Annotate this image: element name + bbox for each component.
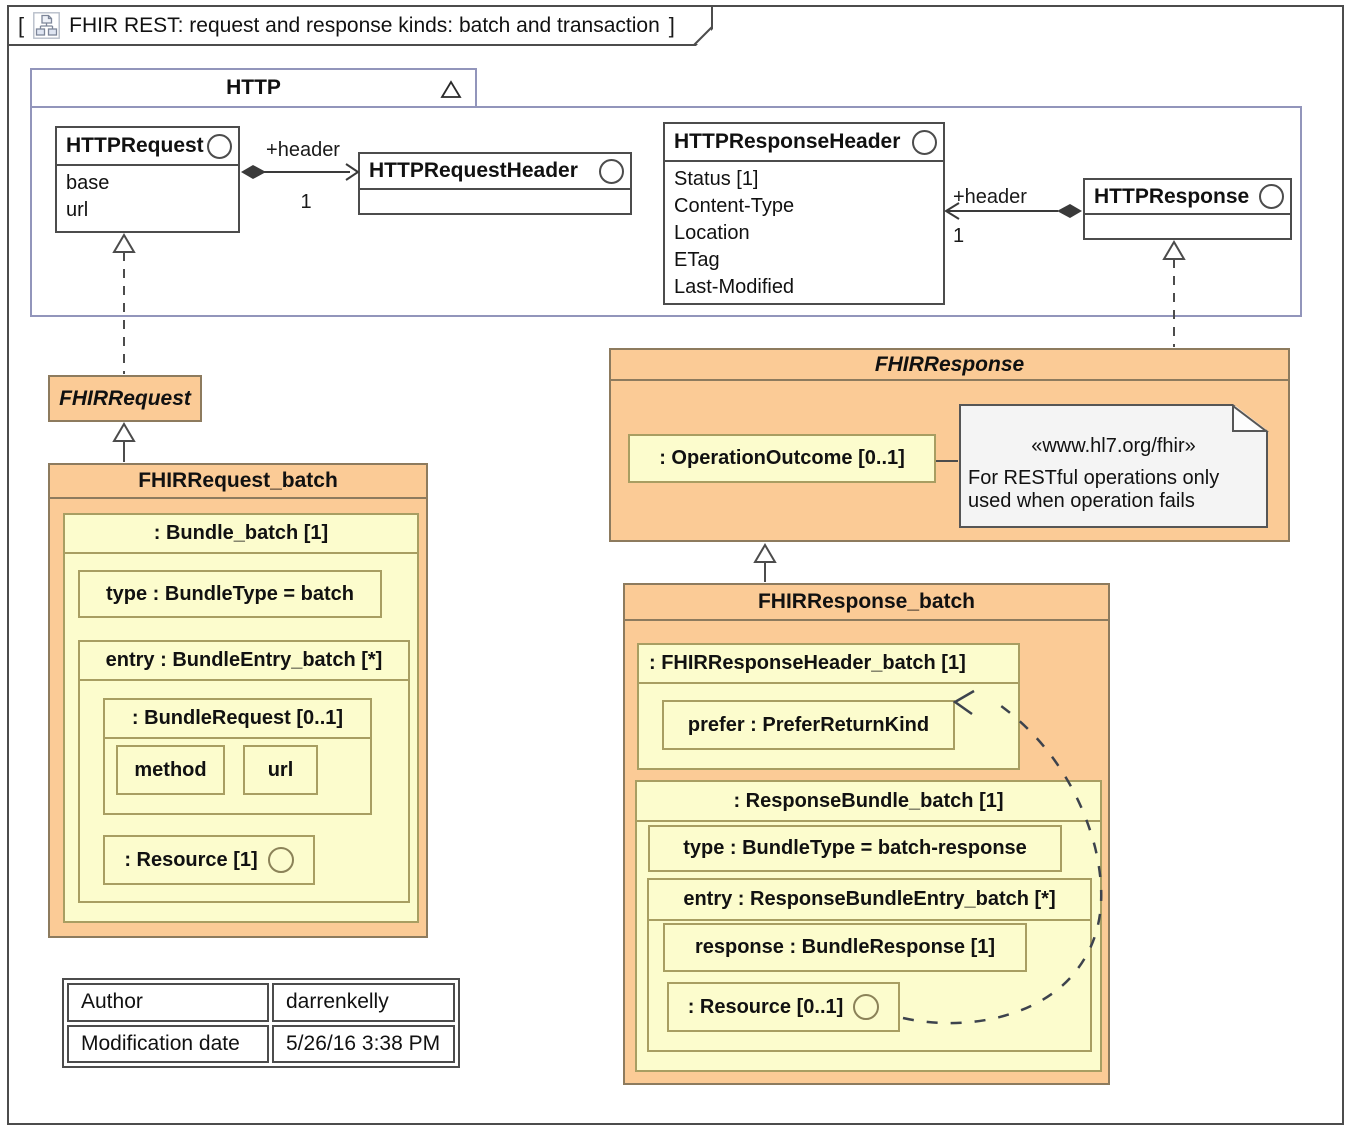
interface-ball-icon — [207, 133, 232, 159]
part-entry-label: entry : BundleEntry_batch [*] — [105, 649, 383, 671]
interface-ball-icon — [853, 994, 880, 1020]
info-table-moddate-key: Modification date — [67, 1024, 269, 1063]
interface-ball-icon — [599, 158, 624, 184]
class-fhirresponse-batch-name: FHIRResponse_batch — [757, 590, 976, 613]
info-table: Author darrenkelly Modification date 5/2… — [62, 978, 460, 1068]
http-package-name: HTTP — [226, 76, 281, 99]
attribute-etag[interactable]: ETag — [674, 249, 720, 271]
class-fhirresponse-name: FHIRResponse — [874, 352, 1025, 376]
interface-ball-icon — [912, 129, 937, 155]
attribute-status[interactable]: Status [1] — [674, 168, 759, 190]
part-fhirresponseheader-batch-label: : FHIRResponseHeader_batch [1] — [649, 652, 966, 674]
note-line-2: used when operation fails — [968, 490, 1195, 512]
attribute-content-type[interactable]: Content-Type — [674, 195, 795, 217]
part-bundle-batch-label: : Bundle_batch [1] — [153, 522, 329, 544]
part-prefer-label: prefer : PreferReturnKind — [687, 713, 930, 736]
class-fhirrequest-batch-name: FHIRRequest_batch — [138, 469, 338, 492]
class-diagram-icon — [33, 12, 60, 39]
package-expand-triangle-icon[interactable] — [440, 79, 462, 105]
part-url-label: url — [267, 758, 294, 781]
part-operationoutcome-label: : OperationOutcome [0..1] — [659, 447, 905, 469]
part-resource-response[interactable]: : Resource [0..1] — [667, 982, 900, 1032]
class-httpresponseheader[interactable]: HTTPResponseHeader Status [1] Content-Ty… — [663, 122, 945, 305]
info-table-author-key: Author — [67, 983, 269, 1022]
class-httprequestheader[interactable]: HTTPRequestHeader — [358, 152, 632, 215]
attribute-last-modified[interactable]: Last-Modified — [674, 276, 795, 298]
part-type-batch-response-label: type : BundleType = batch-response — [683, 837, 1027, 859]
part-responsebundle-batch-label: : ResponseBundle_batch [1] — [733, 789, 1004, 812]
attribute-url[interactable]: url — [66, 199, 89, 221]
class-httpresponse[interactable]: HTTPResponse — [1083, 178, 1292, 240]
part-type-batch-response[interactable]: type : BundleType = batch-response — [648, 825, 1062, 872]
frame-title-tab[interactable]: [ FHIR REST: request and response kinds:… — [7, 5, 713, 46]
note-hl7[interactable]: «www.hl7.org/fhir» For RESTful operation… — [959, 404, 1268, 528]
part-resource-request[interactable]: : Resource [1] — [103, 835, 315, 885]
attribute-base[interactable]: base — [66, 172, 110, 194]
class-httpresponseheader-name: HTTPResponseHeader — [674, 130, 901, 153]
class-fhirrequest[interactable]: FHIRRequest — [48, 375, 202, 422]
part-bundleresponse[interactable]: response : BundleResponse [1] — [663, 923, 1027, 972]
class-fhirrequest-name: FHIRRequest — [59, 386, 191, 410]
part-type-label: type : BundleType = batch — [106, 582, 354, 605]
info-table-author-value: darrenkelly — [272, 983, 455, 1022]
interface-ball-icon — [267, 847, 294, 873]
part-operationoutcome[interactable]: : OperationOutcome [0..1] — [628, 434, 936, 483]
part-type-bundletype-batch[interactable]: type : BundleType = batch — [78, 570, 382, 618]
frame-title: FHIR REST: request and response kinds: b… — [69, 13, 660, 37]
class-httpresponse-name: HTTPResponse — [1094, 184, 1250, 208]
part-method[interactable]: method — [116, 745, 225, 795]
part-bundleresponse-label: response : BundleResponse [1] — [694, 936, 996, 958]
part-url[interactable]: url — [243, 745, 318, 795]
attribute-location[interactable]: Location — [674, 222, 750, 244]
part-bundlerequest-label: : BundleRequest [0..1] — [131, 707, 344, 729]
class-httprequest-name: HTTPRequest — [66, 134, 204, 157]
note-stereotype: «www.hl7.org/fhir» — [1031, 435, 1196, 457]
part-resource-label: : Resource [1] — [124, 848, 258, 871]
class-httprequest[interactable]: HTTPRequest base url — [55, 126, 240, 233]
info-table-moddate-value: 5/26/16 3:38 PM — [272, 1024, 455, 1063]
interface-ball-icon — [1259, 184, 1284, 209]
part-entry-responsebundleentry-label: entry : ResponseBundleEntry_batch [*] — [683, 888, 1056, 910]
frame-bracket-open: [ — [18, 12, 25, 38]
frame-bracket-close: ] — [668, 12, 675, 38]
class-httprequestheader-name: HTTPRequestHeader — [369, 159, 578, 182]
part-prefer[interactable]: prefer : PreferReturnKind — [662, 700, 955, 750]
part-resource-response-label: : Resource [0..1] — [687, 995, 844, 1018]
part-method-label: method — [134, 758, 207, 781]
note-line-1: For RESTful operations only — [968, 467, 1220, 489]
http-package-tab[interactable]: HTTP — [30, 68, 477, 108]
